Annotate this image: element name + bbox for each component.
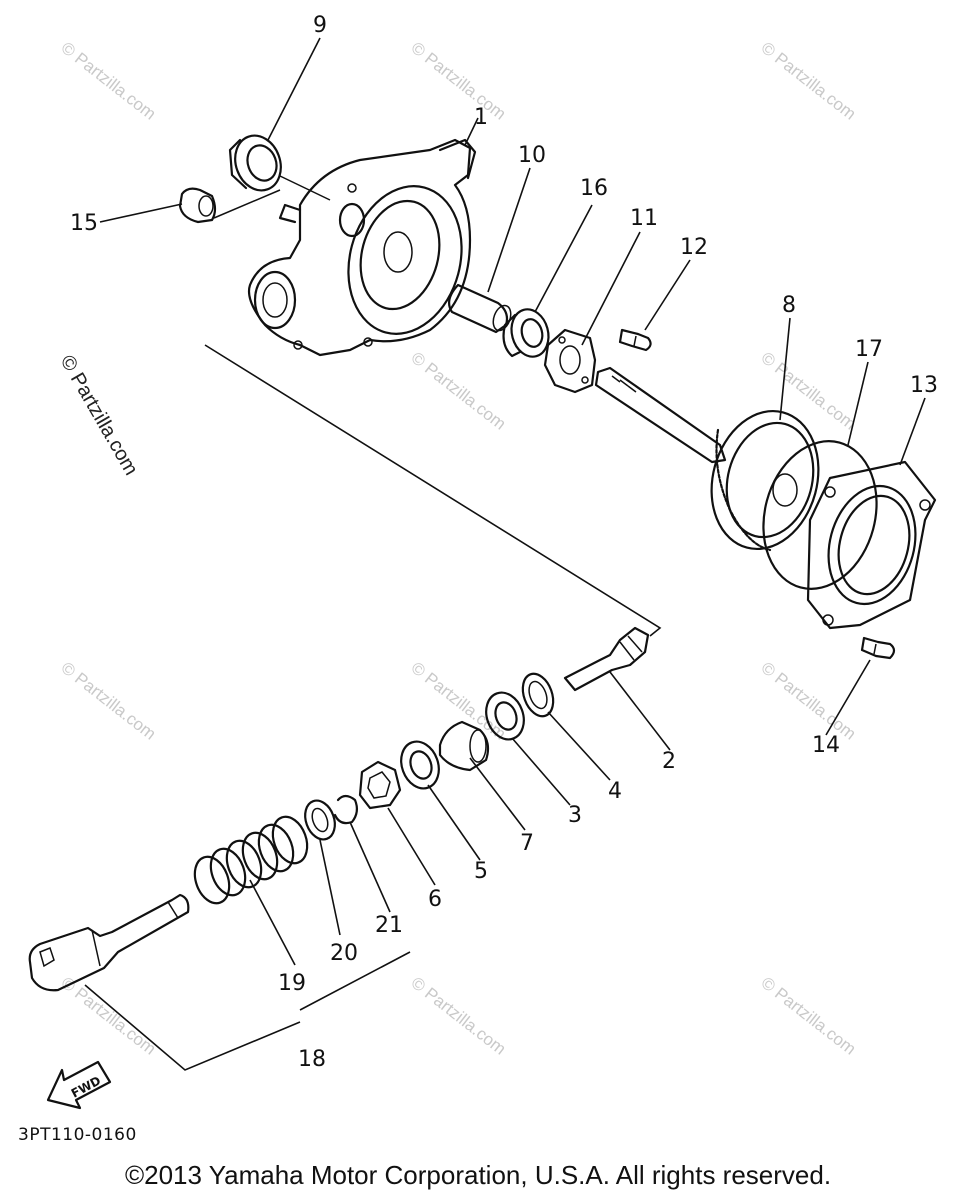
part-21-circlip — [333, 794, 359, 825]
fwd-arrow-icon: FWD — [46, 1060, 112, 1110]
leader-lines — [84, 37, 926, 1071]
part-20-washer — [304, 799, 336, 841]
watermark: © Partzilla.com — [758, 658, 860, 744]
callout-21: 21 — [375, 913, 403, 938]
watermark: © Partzilla.com — [408, 348, 510, 434]
watermark: © Partzilla.com — [58, 38, 160, 124]
part-19-spring — [193, 815, 309, 905]
part-14-bolt — [860, 636, 896, 660]
watermark: © Partzilla.com — [758, 348, 860, 434]
callout-4: 4 — [608, 779, 622, 804]
callout-1: 1 — [474, 105, 488, 130]
part-9-bearing — [228, 134, 331, 201]
callout-17: 17 — [855, 337, 883, 362]
part-5-bearing — [400, 740, 440, 790]
watermark: © Partzilla.com — [408, 973, 510, 1059]
part-15-bearing — [178, 187, 281, 224]
callout-6: 6 — [428, 887, 442, 912]
callout-2: 2 — [662, 749, 676, 774]
watermarks: © Partzilla.com © Partzilla.com © Partzi… — [56, 38, 860, 1059]
diagram-code: 3PT110-0160 — [18, 1125, 137, 1145]
callout-3: 3 — [568, 803, 582, 828]
part-8-shaft-gear — [594, 366, 820, 552]
callout-13: 13 — [910, 373, 938, 398]
callout-16: 16 — [580, 176, 608, 201]
watermark-vertical: © Partzilla.com — [56, 352, 142, 480]
callout-14: 14 — [812, 733, 840, 758]
callout-12: 12 — [680, 235, 708, 260]
part-1-housing — [247, 138, 477, 357]
copyright-notice: ©2013 Yamaha Motor Corporation, U.S.A. A… — [124, 1160, 832, 1190]
part-4-washer — [521, 672, 555, 718]
part-16-bearing — [502, 308, 550, 358]
part-13-cover — [806, 460, 937, 630]
callout-7: 7 — [520, 831, 534, 856]
part-7-collar — [438, 720, 490, 772]
part-12-bolt — [618, 328, 652, 352]
callout-19: 19 — [278, 971, 306, 996]
watermark: © Partzilla.com — [758, 973, 860, 1059]
callout-18: 18 — [298, 1047, 326, 1072]
callout-8: 8 — [782, 293, 796, 318]
callout-20: 20 — [330, 941, 358, 966]
watermark: © Partzilla.com — [58, 658, 160, 744]
watermark: © Partzilla.com — [758, 38, 860, 124]
part-11-plate — [543, 328, 597, 394]
callout-15: 15 — [70, 211, 98, 236]
part-6-nut — [358, 760, 402, 810]
callout-9: 9 — [313, 13, 327, 38]
callout-10: 10 — [518, 143, 546, 168]
watermark: © Partzilla.com — [58, 973, 160, 1059]
callouts: 9 1 10 16 11 12 15 8 17 13 2 14 4 3 7 5 … — [70, 13, 938, 1072]
callout-11: 11 — [630, 206, 658, 231]
part-18-shaft — [28, 893, 190, 992]
watermark: © Partzilla.com — [408, 38, 510, 124]
part-2-pinion — [563, 626, 650, 692]
fwd-label: FWD — [69, 1074, 103, 1101]
part-17-oring — [762, 440, 878, 590]
callout-5: 5 — [474, 859, 488, 884]
